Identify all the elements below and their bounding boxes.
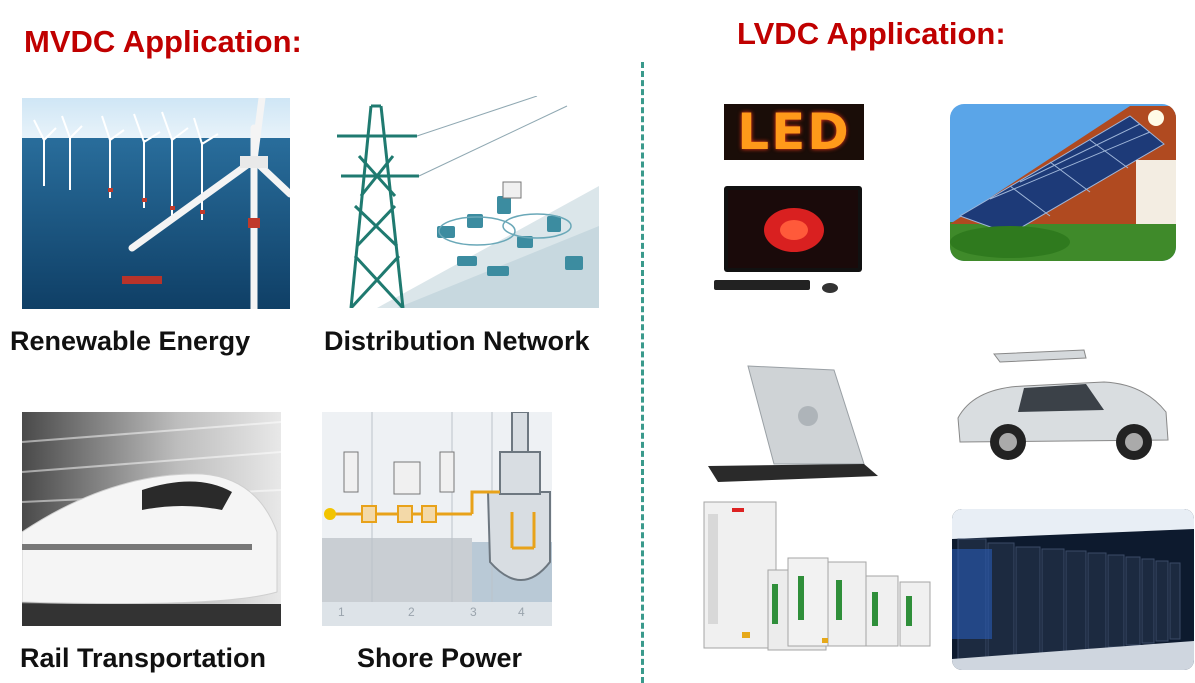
laptop-image xyxy=(708,364,878,484)
section-divider xyxy=(641,62,644,683)
shore-zone-number-4: 4 xyxy=(518,605,525,619)
led-sign-image: LED xyxy=(724,104,864,160)
distribution-network-label: Distribution Network xyxy=(324,326,590,356)
wind-farm-image xyxy=(22,98,290,309)
power-drives-image xyxy=(702,500,934,652)
shore-power-diagram: 1 2 3 4 xyxy=(322,412,552,626)
desktop-computer-image xyxy=(712,184,864,300)
shore-zone-number-2: 2 xyxy=(408,605,415,619)
shore-zone-number-1: 1 xyxy=(338,605,345,619)
electric-car-image xyxy=(954,348,1176,462)
shore-power-label: Shore Power xyxy=(357,643,523,673)
renewable-energy-label: Renewable Energy xyxy=(10,326,251,356)
solar-roof-image xyxy=(950,104,1176,261)
rail-transportation-label: Rail Transportation xyxy=(20,643,267,673)
distribution-network-image xyxy=(337,96,599,308)
high-speed-train-image xyxy=(22,412,281,626)
shore-zone-number-3: 3 xyxy=(470,605,477,619)
lvdc-heading: LVDC Application: xyxy=(737,16,1006,51)
data-center-image xyxy=(952,509,1194,670)
led-sign-text: LED xyxy=(737,104,851,160)
mvdc-heading: MVDC Application: xyxy=(24,24,302,59)
